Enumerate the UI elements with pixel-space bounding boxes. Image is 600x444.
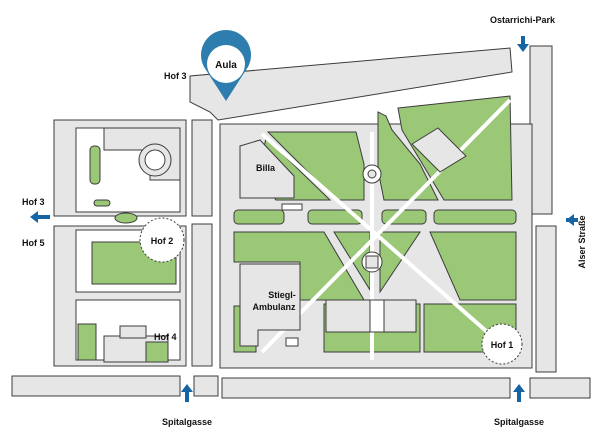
- arrow-spitalgasse-left[interactable]: [181, 384, 193, 402]
- billa-label: Billa: [256, 163, 276, 173]
- rotunda: [138, 143, 172, 177]
- lawn-hof3-strip: [89, 145, 101, 185]
- lawn-mid-1: [233, 209, 285, 225]
- building-north-wing: [189, 47, 513, 121]
- building-spine-upper: [191, 119, 213, 217]
- west-lawns: [77, 145, 177, 363]
- hof3-left-label: Hof 3: [22, 197, 45, 207]
- lawn-hof4-small: [145, 341, 169, 363]
- hof5-label: Hof 5: [22, 238, 45, 248]
- alser-strasse-label: Alser Straße: [577, 215, 587, 268]
- building-south-wing-left: [11, 375, 181, 397]
- map-pin-icon[interactable]: [200, 30, 251, 101]
- stiegl-label-line2: Ambulanz: [252, 302, 296, 312]
- arrow-icon[interactable]: [566, 214, 578, 226]
- spitalgasse-left-label: Spitalgasse: [162, 417, 212, 427]
- hof-circles: [139, 217, 523, 365]
- building-south-wing-center: [221, 377, 511, 399]
- arrow-alser-strasse[interactable]: [566, 214, 578, 226]
- arrow-hof3-west[interactable]: [30, 211, 50, 223]
- billa-entrance-bar: [281, 203, 303, 211]
- building-east-wing-upper: [529, 45, 553, 215]
- hof4-label: Hof 4: [154, 332, 177, 342]
- hof2-label: Hof 2: [151, 236, 174, 246]
- arrow-icon[interactable]: [181, 384, 193, 402]
- fountains: [361, 164, 383, 273]
- arrow-icon[interactable]: [513, 384, 525, 402]
- hof1-label: Hof 1: [491, 340, 514, 350]
- arrow-ostarrichi-park[interactable]: [517, 36, 529, 52]
- lawn-hof4: [77, 323, 97, 361]
- building-south-wing-mid: [193, 375, 219, 397]
- building-east-wing-lower: [535, 225, 557, 373]
- stiegl-ambulanz-building: [239, 263, 301, 347]
- stiegl-label-line1: Stiegl-: [268, 290, 296, 300]
- hof3-top-label: Hof 3: [164, 71, 187, 81]
- ostarrichi-park-label: Ostarrichi-Park: [490, 15, 556, 25]
- hof1-circle: [481, 323, 523, 365]
- aula-label: Aula: [215, 60, 237, 71]
- arrow-icon[interactable]: [30, 211, 50, 223]
- building-hof4-annex: [119, 325, 147, 339]
- central-lower-building: [325, 299, 417, 333]
- spitalgasse-right-label: Spitalgasse: [494, 417, 544, 427]
- hof2-circle: [139, 217, 185, 263]
- ne-inner-building: [411, 127, 467, 173]
- lawn-mid-2: [307, 209, 363, 225]
- arrow-spitalgasse-right[interactable]: [513, 384, 525, 402]
- lawn-mid-4: [433, 209, 517, 225]
- lawn-oval: [114, 212, 138, 224]
- lawn-se: [429, 231, 517, 301]
- building-spine-lower: [191, 223, 213, 367]
- lawn-hof3-small: [93, 199, 111, 207]
- billa-building: [239, 139, 295, 199]
- building-south-wing-right: [529, 377, 591, 399]
- arrow-icon[interactable]: [517, 36, 529, 52]
